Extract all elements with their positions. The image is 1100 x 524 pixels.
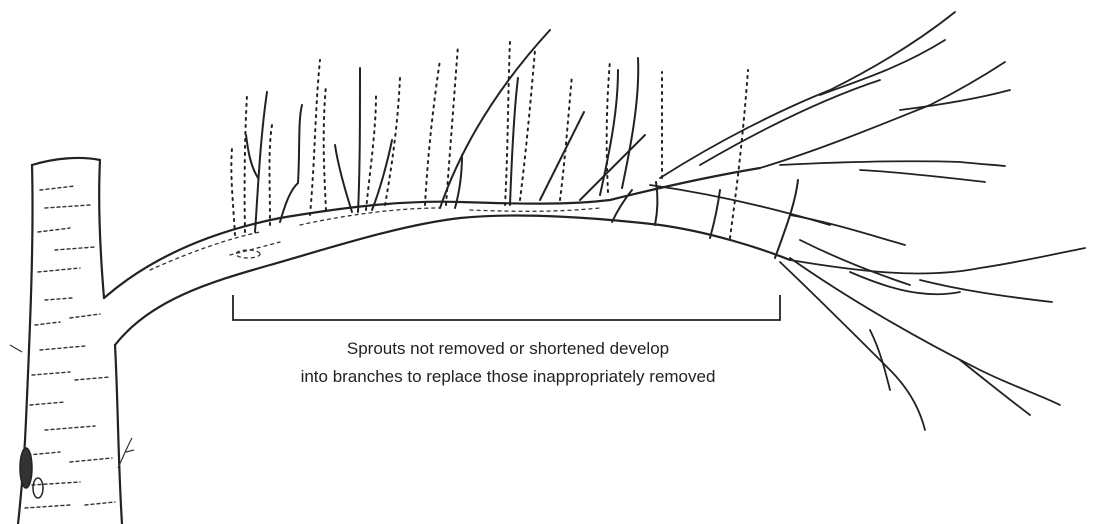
retained-sprouts xyxy=(246,30,798,258)
main-limb xyxy=(104,168,790,345)
bark-texture xyxy=(25,186,115,508)
span-bracket xyxy=(233,295,780,320)
removed-sprouts xyxy=(231,40,748,238)
tree-trunk xyxy=(18,158,122,524)
caption-line-1: Sprouts not removed or shortened develop xyxy=(347,339,669,358)
caption-line-2: into branches to replace those inappropr… xyxy=(301,367,716,386)
limb-texture xyxy=(150,208,600,270)
bark-knot xyxy=(20,448,43,498)
